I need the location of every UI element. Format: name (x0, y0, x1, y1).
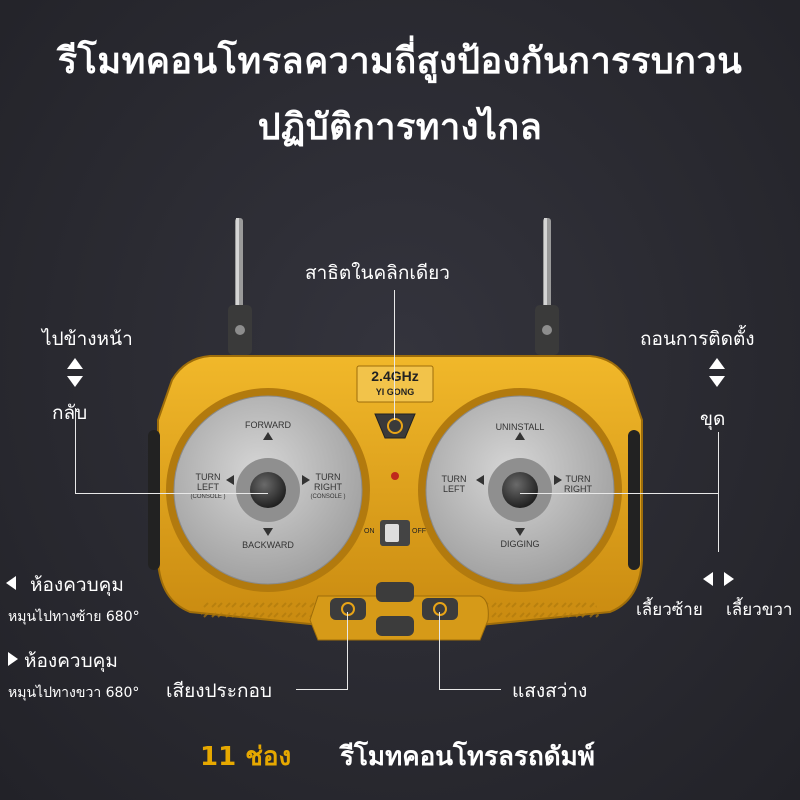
footer-channels: 11 ช่อง (200, 742, 292, 772)
down-arrow-icon (67, 376, 83, 387)
left-dial-turn-right: TURN RIGHT (CONSOLE ) (308, 472, 348, 502)
ld-l3: (CONSOLE ) (190, 494, 226, 500)
left-arrow-icon-turn (703, 572, 713, 586)
up-arrow-icon (67, 358, 83, 369)
line-left-vertical (75, 408, 76, 494)
callout-turn-right: เลี้ยวขวา (726, 600, 793, 620)
power-led (391, 472, 399, 480)
callout-cab-left-sub: หมุนไปทางซ้าย 680° (8, 609, 140, 625)
callout-back: กลับ (52, 402, 88, 424)
left-dial-forward: FORWARD (245, 420, 291, 430)
ld-r1: TURN (315, 472, 341, 482)
rd-r2: RIGHT (564, 484, 592, 494)
right-dial-turn-right: TURN RIGHT (560, 474, 596, 494)
right-joystick (502, 472, 538, 508)
callout-cab-right-sub: หมุนไปทางขวา 680° (8, 685, 140, 701)
line-light-vertical (439, 612, 440, 690)
rd-r1: TURN (565, 474, 591, 484)
callout-demo: สาธิตในคลิกเดียว (305, 262, 450, 284)
callout-light: แสงสว่าง (512, 680, 588, 702)
line-light-horizontal (439, 689, 501, 690)
footer-product: รีโมทคอนโทรลรถดัมพ์ (340, 742, 595, 772)
line-demo-vertical (394, 290, 395, 420)
line-sound-vertical (347, 612, 348, 690)
left-arrow-icon-cab (6, 576, 16, 590)
right-dial-turn-left: TURN LEFT (436, 474, 472, 494)
callout-turn-left: เลี้ยวซ้าย (636, 600, 703, 620)
left-joystick (250, 472, 286, 508)
line-right-horizontal (520, 493, 718, 494)
rd-l1: TURN (441, 474, 467, 484)
right-arrow-icon-turn (724, 572, 734, 586)
callout-uninstall: ถอนการติดตั้ง (640, 328, 755, 350)
left-dial-turn-left: TURN LEFT (CONSOLE ) (188, 472, 228, 502)
brand-label: YI GONG (375, 387, 415, 397)
rd-l2: LEFT (442, 484, 465, 494)
headline-line-1: รีโมทคอนโทรลความถี่สูงป้องกันการรบกวน (57, 41, 743, 82)
ld-r3: (CONSOLE ) (310, 494, 346, 500)
callout-forward: ไปข้างหน้า (42, 328, 133, 350)
callout-cab-right: ห้องควบคุม (24, 650, 118, 672)
ld-l2: LEFT (196, 482, 219, 492)
line-left-horizontal (75, 493, 268, 494)
left-dial-backward: BACKWARD (242, 540, 294, 550)
switch-off-label: OFF (412, 528, 426, 535)
light-button (422, 598, 458, 620)
right-dial-uninstall: UNINSTALL (495, 422, 545, 432)
callout-dig: ขุด (700, 408, 726, 430)
right-dial-digging: DIGGING (500, 539, 540, 549)
demo-button (374, 413, 416, 439)
line-right-vertical (718, 432, 719, 552)
headline-line-2: ปฏิบัติการทางไกล (257, 107, 543, 148)
callout-sound: เสียงประกอบ (166, 680, 272, 702)
callout-cab-left: ห้องควบคุม (30, 574, 124, 596)
down-arrow-icon-right (709, 376, 725, 387)
line-sound-horizontal (296, 689, 348, 690)
switch-on-label: ON (364, 528, 375, 535)
right-antenna (535, 218, 559, 355)
freq-label: 2.4GHz (371, 368, 419, 384)
sound-button (330, 598, 366, 620)
up-arrow-icon-right (709, 358, 725, 369)
ld-l1: TURN (195, 472, 221, 482)
ld-r2: RIGHT (314, 482, 342, 492)
right-arrow-icon-cab (8, 652, 18, 666)
left-antenna (228, 218, 252, 355)
